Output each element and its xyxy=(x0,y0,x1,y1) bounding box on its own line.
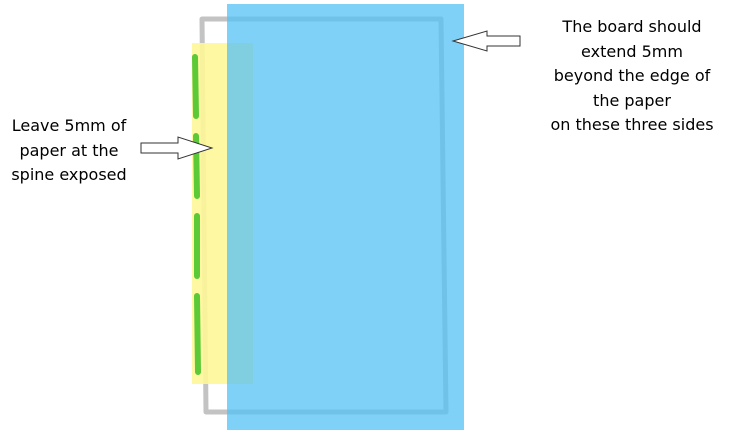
spine-label: Leave 5mm of paper at the spine exposed xyxy=(6,114,132,188)
board-label: The board should extend 5mm beyond the e… xyxy=(534,15,730,138)
board-label-line-3: beyond the edge of xyxy=(553,66,711,85)
spine-label-line-1: Leave 5mm of xyxy=(11,116,127,135)
stitch-4 xyxy=(194,293,201,375)
board-label-line-5: on these three sides xyxy=(550,115,714,134)
arrow-left-icon xyxy=(451,30,521,52)
spine-label-line-3: spine exposed xyxy=(11,165,127,184)
stitching xyxy=(192,54,201,375)
board-label-line-1: The board should xyxy=(562,17,702,36)
arrow-right-icon xyxy=(140,136,214,160)
board-label-line-4: the paper xyxy=(593,90,671,110)
board xyxy=(227,4,464,430)
board-label-line-2: extend 5mm xyxy=(581,41,683,61)
spine-label-line-2: paper at the xyxy=(19,140,119,160)
stitch-1 xyxy=(192,54,199,119)
